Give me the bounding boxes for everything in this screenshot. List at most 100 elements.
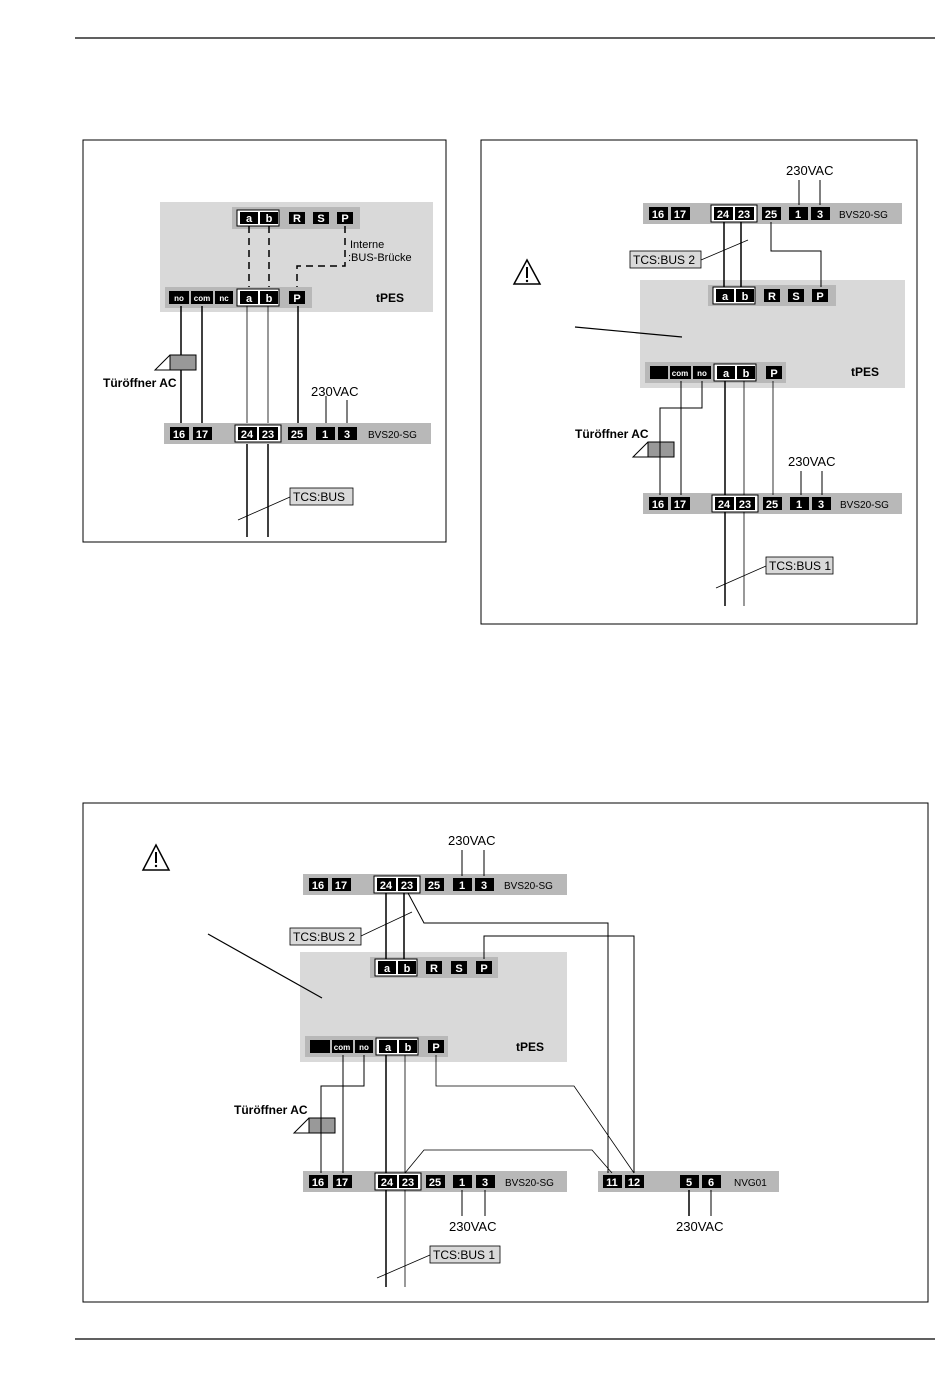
terminal-label: 3 — [818, 499, 824, 511]
terminal-label: R — [768, 291, 776, 303]
internal-bus-bridge — [248, 226, 346, 290]
power-label: 230VAC — [676, 1219, 723, 1234]
terminal-label: 3 — [344, 429, 350, 441]
terminal-label: b — [743, 368, 750, 380]
terminal-label: 25 — [766, 499, 778, 511]
terminal-label: 16 — [173, 429, 185, 441]
terminal-label: a — [385, 1042, 392, 1054]
terminal-label: nc — [219, 294, 229, 303]
terminal-label: P — [341, 213, 348, 225]
terminal-label: 16 — [652, 209, 664, 221]
device-label: BVS20-SG — [504, 881, 553, 892]
terminal-label: no — [359, 1043, 369, 1052]
door-opener-label: Türöffner AC — [234, 1103, 308, 1117]
terminal-label: a — [246, 213, 253, 225]
door-opener-symbol-2 — [631, 441, 675, 458]
terminal-label: 16 — [312, 880, 324, 892]
terminal-label: S — [792, 291, 799, 303]
terminal-label: no — [174, 294, 184, 303]
terminal-label: 25 — [428, 880, 440, 892]
terminal-r — [289, 212, 305, 224]
device-label: NVG01 — [734, 1178, 767, 1189]
terminal-p — [337, 212, 353, 224]
device-label: BVS20-SG — [840, 500, 889, 511]
device-label: BVS20-SG — [839, 210, 888, 221]
terminal-label: 1 — [796, 499, 802, 511]
terminal-label: a — [246, 293, 253, 305]
terminal-label: 1 — [459, 880, 465, 892]
terminal-label: 5 — [686, 1177, 692, 1189]
diagram-1: a b R S P Interne :BUS-Brücke no com nc … — [82, 139, 447, 543]
terminal-s — [313, 212, 329, 224]
terminal-label: 16 — [652, 499, 664, 511]
terminal-label: b — [266, 213, 273, 225]
diagram-2: 230VAC 16 17 24 23 25 1 3 BVS20-SG a b R… — [480, 139, 918, 625]
terminal-label: b — [266, 293, 273, 305]
door-opener-symbol-1 — [153, 354, 197, 371]
terminal-label: P — [432, 1042, 439, 1054]
terminal-label: 23 — [739, 499, 751, 511]
bus2-label: TCS:BUS 2 — [633, 253, 695, 267]
terminal-a — [240, 212, 258, 224]
terminal-label: R — [430, 963, 438, 975]
device-label: BVS20-SG — [505, 1178, 554, 1189]
terminal-label: 24 — [241, 429, 254, 441]
terminal-label: a — [384, 963, 391, 975]
terminal-label: 6 — [708, 1177, 714, 1189]
diagram-1-frame — [82, 139, 447, 543]
terminal-label: 1 — [322, 429, 328, 441]
power-label: 230VAC — [788, 454, 835, 469]
terminal-label: 17 — [336, 1177, 348, 1189]
terminal-label: 17 — [196, 429, 208, 441]
terminal-label: 16 — [312, 1177, 324, 1189]
terminal-label: 24 — [381, 1177, 394, 1189]
terminal-label: com — [194, 294, 210, 303]
door-opener-symbol-3 — [292, 1117, 336, 1134]
terminal-label: 17 — [674, 499, 686, 511]
bus1-label: TCS:BUS 1 — [433, 1248, 495, 1262]
terminal-label: S — [317, 213, 324, 225]
power-label: 230VAC — [449, 1219, 496, 1234]
terminal-label: b — [405, 1042, 412, 1054]
terminal-b — [260, 212, 278, 224]
terminal-label: no — [697, 369, 707, 378]
terminal-label: 3 — [481, 880, 487, 892]
terminal-label: 25 — [291, 429, 303, 441]
terminal-label: 3 — [482, 1177, 488, 1189]
diagram-3: 230VAC 16 17 24 23 25 1 3 BVS20-SG TCS:B… — [82, 802, 929, 1303]
terminal-label: 25 — [765, 209, 777, 221]
warning-icon — [512, 258, 542, 285]
terminal-label: 17 — [674, 209, 686, 221]
terminal-label: 1 — [795, 209, 801, 221]
warning-icon — [141, 843, 171, 871]
module-name: tPES — [851, 365, 879, 379]
diagram-2-wires — [574, 180, 823, 606]
terminal-label: a — [723, 368, 730, 380]
door-opener-label: Türöffner AC — [103, 376, 177, 390]
terminal-label: 24 — [718, 499, 731, 511]
terminal-label: P — [816, 291, 823, 303]
bridge-label-line1: Interne — [350, 239, 384, 251]
bus-label: TCS:BUS — [293, 490, 345, 504]
terminal-label: b — [742, 291, 749, 303]
terminal-label: 1 — [459, 1177, 465, 1189]
terminal-label: 25 — [429, 1177, 441, 1189]
bridge-label-line2: :BUS-Brücke — [348, 252, 412, 264]
terminal-label: 12 — [628, 1177, 640, 1189]
diagram-3-wires — [207, 850, 712, 1287]
door-opener-label: Türöffner AC — [575, 427, 649, 441]
diagram-2-frame — [480, 139, 918, 625]
diagram-1-wires — [180, 306, 348, 537]
terminal-label: 11 — [606, 1177, 618, 1189]
terminal-label: b — [404, 963, 411, 975]
terminal-label: com — [672, 369, 688, 378]
terminal-label: 24 — [380, 880, 393, 892]
terminal-label: com — [334, 1043, 350, 1052]
terminal-label: 23 — [738, 209, 750, 221]
terminal-label: P — [293, 293, 300, 305]
module-name: tPES — [516, 1040, 544, 1054]
terminal-label: 24 — [717, 209, 730, 221]
terminal-label: 23 — [402, 1177, 414, 1189]
terminal-label: 3 — [817, 209, 823, 221]
